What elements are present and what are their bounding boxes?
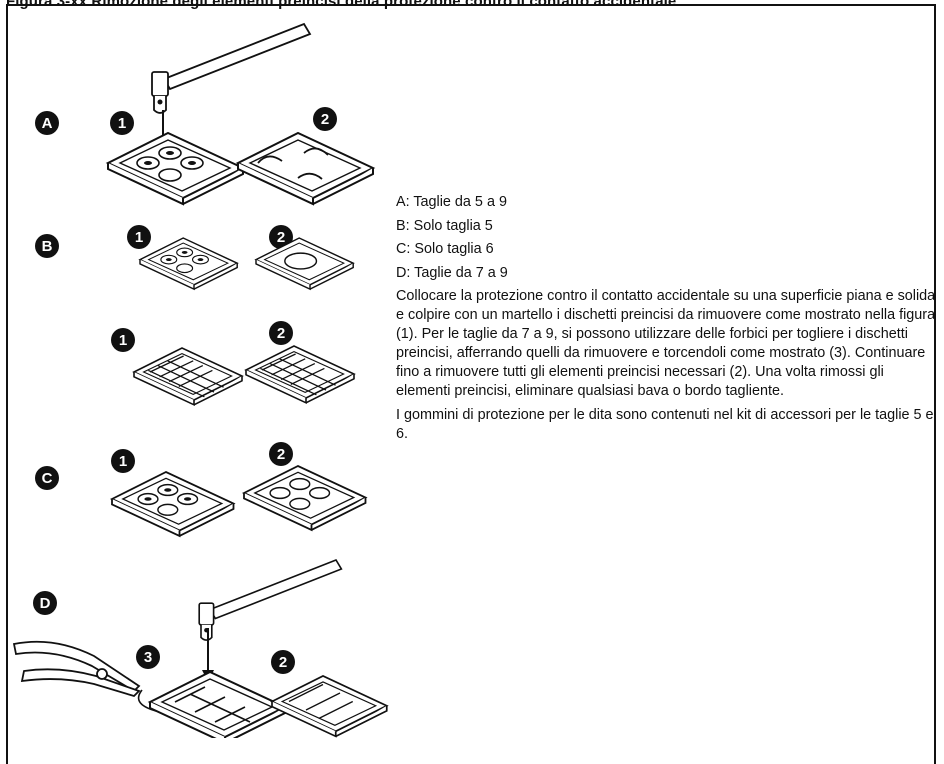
svg-text:2: 2 [279, 654, 287, 671]
svg-text:1: 1 [119, 453, 127, 470]
legend-panel: A: Taglie da 5 a 9 B: Solo taglia 5 C: S… [396, 193, 936, 449]
plate-C2 [243, 465, 367, 531]
plate-B2 [255, 237, 354, 290]
plate-B1 [139, 237, 238, 290]
badge-C1: 1 [111, 449, 135, 473]
badge-D2: 2 [271, 650, 295, 674]
plate-D1 [149, 671, 286, 738]
badge-A-label: A [42, 115, 53, 132]
figure-illustration: A 1 2 B 1 2 1 2 C [13, 23, 388, 738]
badge-A2: 2 [313, 107, 337, 131]
badge-A1: 1 [110, 111, 134, 135]
plate-M1 [133, 347, 243, 406]
badge-C2: 2 [269, 442, 293, 466]
legend-item-c: C: Solo taglia 6 [396, 241, 494, 257]
badge-B1: 1 [127, 225, 151, 249]
plate-A2 [237, 132, 374, 205]
plate-C1 [111, 471, 235, 537]
svg-text:2: 2 [277, 229, 285, 246]
badge-D3: 3 [136, 645, 160, 669]
svg-text:2: 2 [277, 446, 285, 463]
svg-text:3: 3 [144, 649, 152, 666]
badge-B2: 2 [269, 225, 293, 249]
badge-M2: 2 [269, 321, 293, 345]
svg-text:B: B [42, 238, 53, 255]
legend-item-b: B: Solo taglia 5 [396, 217, 493, 234]
plate-D2 [271, 675, 388, 738]
svg-text:1: 1 [135, 229, 143, 246]
svg-text:1: 1 [118, 115, 126, 132]
svg-text:C: C [42, 470, 53, 487]
svg-text:1: 1 [119, 332, 127, 349]
svg-text:2: 2 [321, 111, 329, 128]
plate-A1 [107, 132, 244, 205]
legend-item-d: D: Taglie da 7 a 9 [396, 264, 508, 281]
legend-item-a: A: Taglie da 5 a 9 [396, 194, 507, 210]
badge-A: A [35, 111, 59, 135]
svg-text:2: 2 [277, 325, 285, 342]
badge-C: C [35, 466, 59, 490]
plate-M2 [245, 345, 355, 404]
instructions-paragraph: Collocare la protezione contro il contat… [396, 288, 936, 399]
hammer-icon-d [198, 559, 343, 641]
badge-M1: 1 [111, 328, 135, 352]
figure-frame [6, 4, 936, 764]
pliers-icon [13, 640, 140, 697]
accessories-note: I gommini di protezione per le dita sono… [396, 407, 934, 442]
badge-D: D [33, 591, 57, 615]
svg-text:D: D [40, 595, 51, 612]
badge-B: B [35, 234, 59, 258]
hammer-icon [151, 23, 311, 114]
